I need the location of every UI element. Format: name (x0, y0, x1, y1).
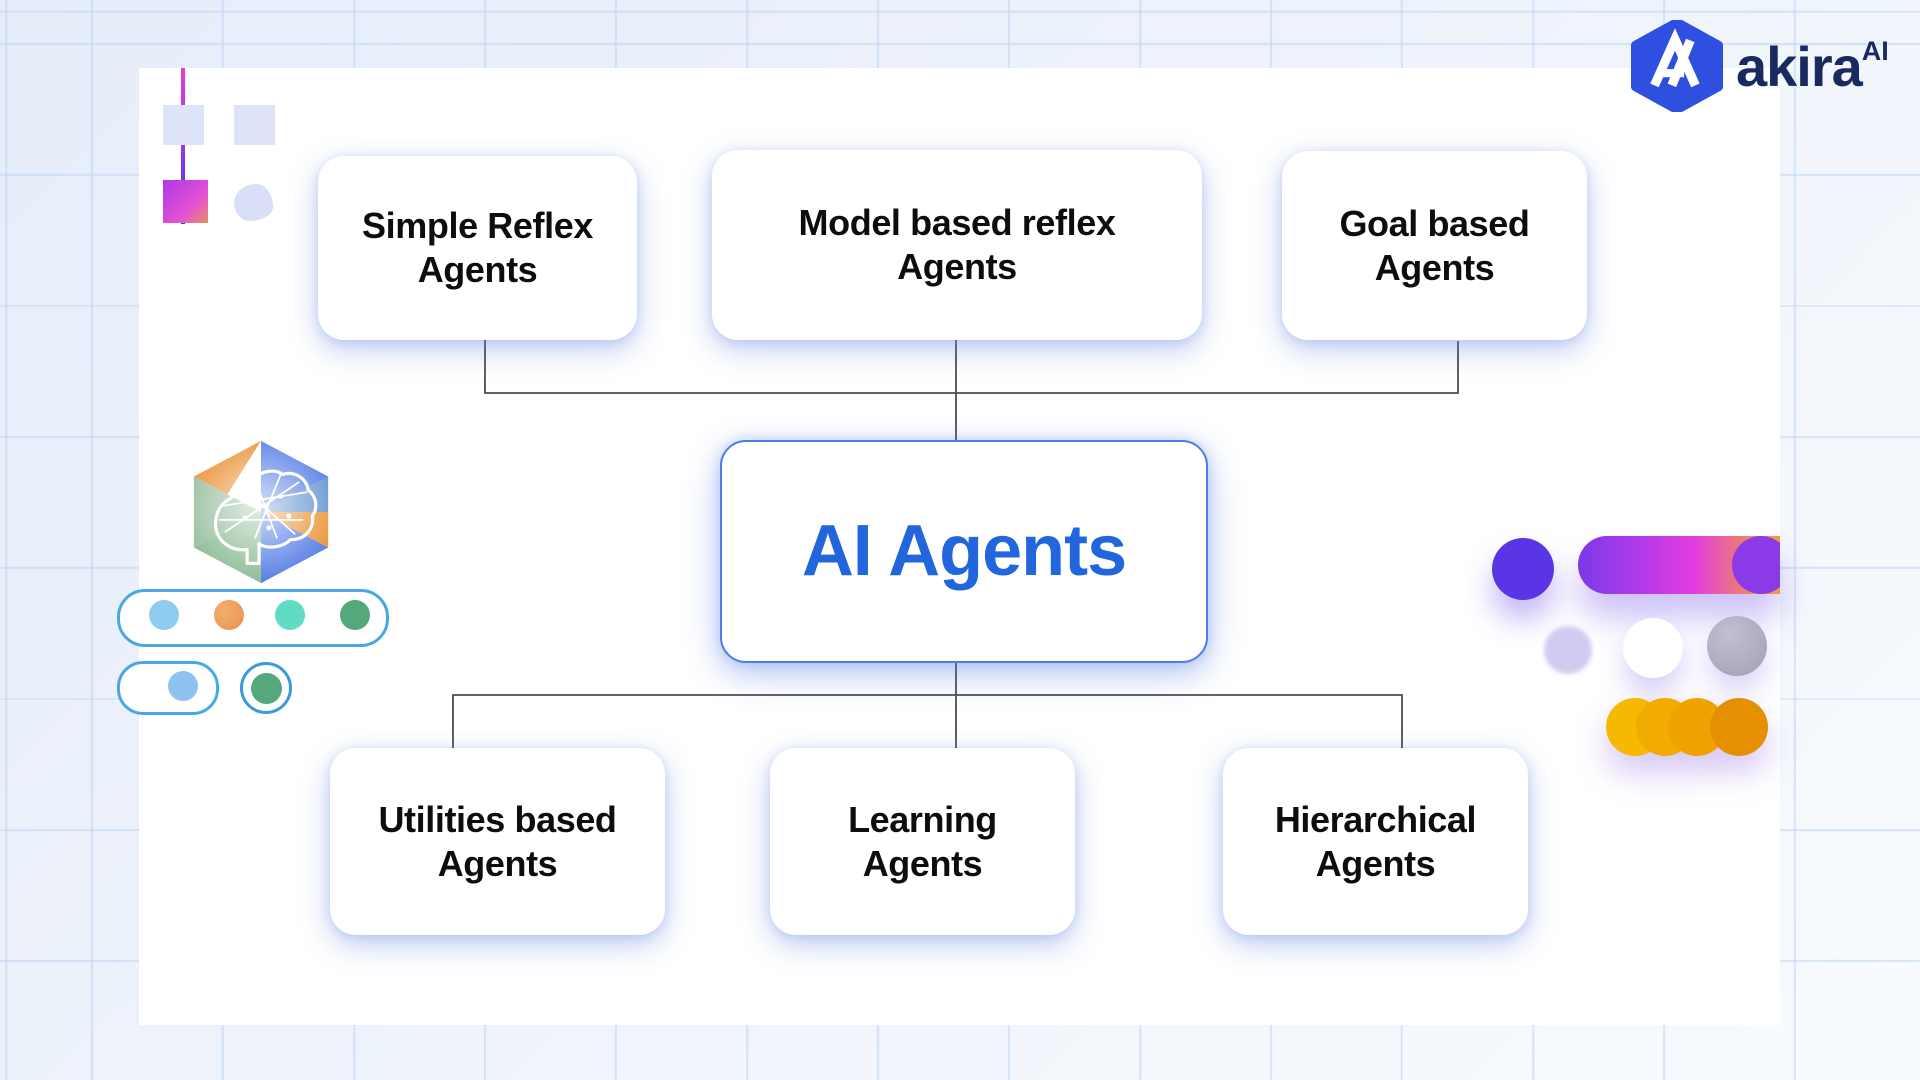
node-hierarchical-agents: Hierarchical Agents (1223, 748, 1528, 935)
brain-hexagon-illustration (182, 436, 340, 588)
node-learning-agents: Learning Agents (770, 748, 1075, 935)
node-ai-agents-root: AI Agents (720, 440, 1208, 663)
akira-badge-icon (1631, 20, 1723, 112)
akira-ai-logo: akiraAI (1630, 20, 1889, 112)
ring-bead-decor (240, 662, 292, 714)
lavender-square-decor (163, 105, 204, 145)
brand-text: akira (1736, 34, 1863, 98)
node-label: Goal based Agents (1339, 202, 1530, 288)
node-model-based-reflex-agents: Model based reflex Agents (712, 150, 1202, 340)
gradient-line-decor (181, 68, 185, 224)
purple-circle-decor (1492, 538, 1554, 600)
brand-superscript: AI (1861, 35, 1889, 66)
node-simple-reflex-agents: Simple Reflex Agents (318, 156, 637, 340)
white-circle-decor (1623, 618, 1683, 678)
blue-bead (149, 600, 179, 630)
orange-circles-decor (1606, 697, 1774, 759)
bead-pill-decor (117, 661, 219, 715)
green-bead (250, 672, 282, 704)
lavender-blob-decor (234, 184, 273, 221)
lavender-square-decor (234, 105, 275, 145)
node-label: Utilities based Agents (378, 798, 617, 884)
purple-endcap (1732, 536, 1780, 594)
node-label: Model based reflex Agents (798, 202, 1116, 287)
gray-circle-decor (1707, 616, 1767, 676)
lavender-circle-decor (1544, 626, 1592, 674)
akira-wordmark: akiraAI (1736, 34, 1889, 98)
orange-bead (214, 600, 244, 630)
green-bead (340, 600, 370, 630)
gradient-pill-decor (1578, 536, 1780, 594)
orange-circle (1710, 698, 1768, 756)
mint-bead (275, 600, 305, 630)
node-label: Learning Agents (848, 798, 997, 884)
magenta-gradient-square-decor (163, 180, 208, 223)
node-utilities-based-agents: Utilities based Agents (330, 748, 665, 935)
node-goal-based-agents: Goal based Agents (1282, 151, 1587, 340)
node-label: Simple Reflex Agents (362, 205, 593, 290)
bead-capsule-decor (117, 589, 389, 647)
node-label: Hierarchical Agents (1274, 798, 1477, 884)
root-label: AI Agents (801, 510, 1127, 591)
blue-bead (168, 671, 198, 701)
